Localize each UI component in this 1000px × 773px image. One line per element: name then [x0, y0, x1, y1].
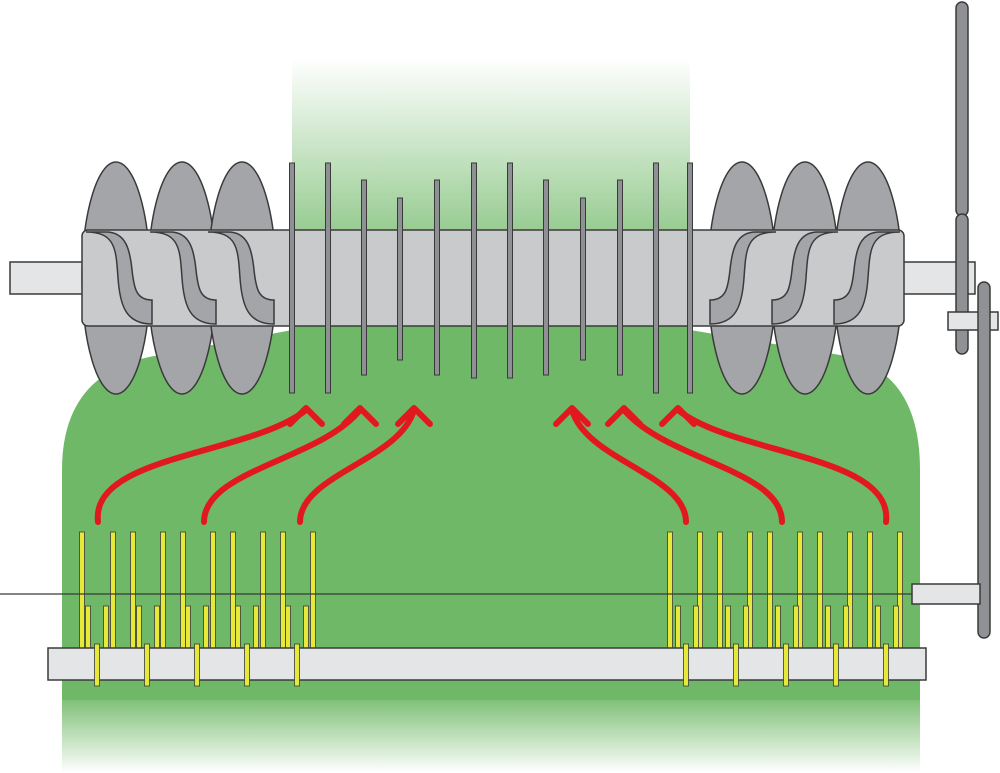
pickup-tine — [260, 531, 266, 651]
pickup-tine-short — [154, 605, 160, 651]
rotor-finger — [289, 162, 295, 394]
pickup-tine-short — [85, 605, 91, 651]
flow-arrow-curve — [569, 407, 689, 525]
pickup-tine-short — [675, 605, 681, 651]
tine-base — [683, 643, 689, 687]
pickup-tine-short — [303, 605, 309, 651]
tine-base — [194, 643, 200, 687]
tine-base — [144, 643, 150, 687]
pickup-tine — [867, 531, 873, 651]
auger-helix-left — [207, 231, 275, 325]
flow-arrow-head — [605, 405, 643, 427]
pickup-tine-short — [203, 605, 209, 651]
tine-base — [733, 643, 739, 687]
pickup-tine-short — [793, 605, 799, 651]
rotor-finger — [361, 179, 367, 376]
rotor-finger — [507, 162, 513, 379]
rotor-finger — [397, 197, 403, 361]
flow-arrow-curve — [94, 407, 309, 525]
flow-arrow-head — [287, 405, 325, 427]
pickup-drive-stub — [911, 583, 981, 605]
pickup-tine-short — [285, 605, 291, 651]
tine-base — [783, 643, 789, 687]
rotor-finger — [687, 162, 693, 394]
auger-helix-left — [85, 231, 153, 325]
pickup-tine — [230, 531, 236, 651]
rotor-finger — [617, 179, 623, 376]
rotor-finger — [653, 162, 659, 394]
pickup-tine — [110, 531, 116, 651]
flow-arrow-curve — [675, 407, 890, 525]
tine-base — [883, 643, 889, 687]
pickup-tine — [79, 531, 85, 651]
pickup-tine — [717, 531, 723, 651]
rotor-finger — [471, 162, 477, 379]
tine-base — [833, 643, 839, 687]
pickup-bar — [47, 647, 927, 681]
pickup-tine-short — [743, 605, 749, 651]
auger-helix-right — [833, 231, 901, 325]
pickup-tine — [667, 531, 673, 651]
flow-arrow-head — [659, 405, 697, 427]
pickup-tine-short — [843, 605, 849, 651]
pickup-tine-assembly — [47, 531, 927, 687]
pickup-tine — [767, 531, 773, 651]
rotor-finger — [580, 197, 586, 361]
pickup-tine-short — [136, 605, 142, 651]
auger-tube — [81, 229, 905, 327]
auger-helix-right — [709, 231, 777, 325]
pickup-tine — [160, 531, 166, 651]
flow-arrow-head — [395, 405, 433, 427]
drive-linkage — [947, 1, 999, 639]
pickup-tine-short — [235, 605, 241, 651]
pickup-tine — [180, 531, 186, 651]
rotor-finger — [325, 162, 331, 394]
pickup-tine — [310, 531, 316, 651]
rotor-finger — [434, 179, 440, 376]
flow-arrow-head — [553, 405, 591, 427]
pickup-tine-short — [775, 605, 781, 651]
pickup-tine — [130, 531, 136, 651]
pickup-tine-short — [725, 605, 731, 651]
auger-helix-left — [149, 231, 217, 325]
pickup-tine-short — [693, 605, 699, 651]
flow-arrow-curve — [297, 407, 417, 525]
tine-base — [244, 643, 250, 687]
pickup-tine-short — [253, 605, 259, 651]
crop-mass — [62, 58, 920, 773]
drive-arm-upper — [955, 1, 969, 217]
drive-arm-mid — [955, 213, 969, 355]
pickup-tine-short — [893, 605, 899, 651]
flow-arrow-curve — [621, 407, 785, 525]
rotor-finger — [543, 179, 549, 376]
pickup-tine-short — [875, 605, 881, 651]
flow-arrow-curve — [201, 407, 363, 525]
pickup-tine — [817, 531, 823, 651]
tine-base — [94, 643, 100, 687]
tine-base — [294, 643, 300, 687]
pickup-tine-short — [103, 605, 109, 651]
pickup-tine — [280, 531, 286, 651]
pickup-tine — [210, 531, 216, 651]
rotor-fingers — [289, 162, 693, 394]
flow-arrow-head — [341, 405, 379, 427]
crop-flow-arrows — [94, 405, 890, 525]
drive-arm-lower — [977, 281, 991, 639]
auger-helix-right — [771, 231, 839, 325]
pickup-tine-short — [825, 605, 831, 651]
auger-assembly — [81, 161, 905, 395]
pickup-tine-short — [185, 605, 191, 651]
